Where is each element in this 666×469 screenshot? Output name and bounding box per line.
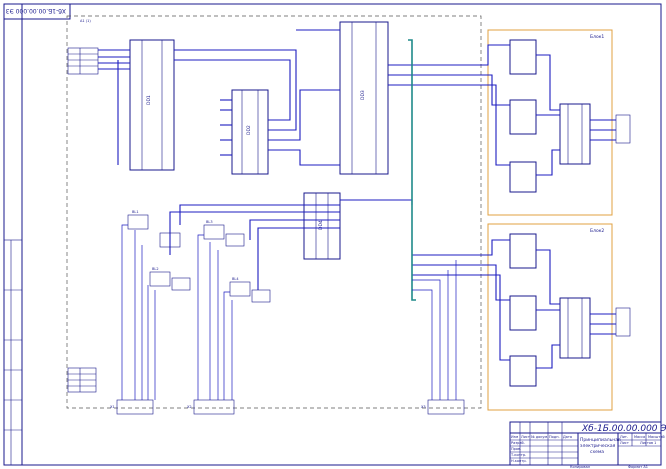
block1-output-connector [615,114,631,144]
svg-text:X3: X3 [421,405,426,409]
block2-chips [509,233,591,387]
connector-x3: X3 [412,260,465,415]
role-ncontrol: Н.контр. [511,459,527,463]
rotated-code-box [3,3,71,20]
title-line-3: схема [590,450,604,455]
board-outline [66,15,482,409]
row-izm: Изм [511,435,518,439]
row-sign: Подп. [549,435,560,439]
chip-dd4: DD4 [303,192,341,260]
connector-x2: X2 [187,399,235,415]
chip-dd2: DD2 [231,89,269,175]
sensor-cables [121,224,233,400]
left-stamp [3,239,23,466]
block2-frame [487,223,613,411]
title-line-1: Принципиальная [580,437,621,443]
role-tcontrol: Т.контр. [510,453,526,457]
format-label: Формат A1 [628,465,648,469]
chip-dd3: DD3 [339,21,389,175]
power-connector-table [67,367,97,393]
row-date: Дата [563,435,572,439]
sheet-label: Лист [620,441,629,445]
input-connector-table [67,47,99,75]
svg-text:BL1: BL1 [132,210,139,214]
lit-label: Лит. [620,435,628,439]
title-line-2: электрическая [580,444,616,449]
sensor-bl2: BL2 [149,267,191,291]
svg-text:X2: X2 [187,405,192,409]
chip-dd1: DD1 [129,39,175,171]
row-list: Лист [521,435,530,439]
sensor-bl1: BL1 [127,210,181,248]
copied-label: Копировал [570,465,590,469]
svg-text:X1: X1 [110,405,115,409]
sensor-bl3: BL3 [203,220,245,247]
block1-label: Блок1 [590,34,604,40]
svg-text:BL4: BL4 [232,277,239,281]
rotated-doc-code: Хб-1Б.00.00.000 Э3 [6,7,66,14]
doc-code: Хб-1Б.00.00.000 Э3 [581,424,666,434]
svg-text:BL3: BL3 [206,220,213,224]
dd3-label: DD3 [360,90,366,100]
role-check: Пров. [511,447,521,451]
scale-label: Масштаб [648,435,665,439]
connector-x1: X1 [110,399,154,415]
sheets-label: Листов 1 [640,441,656,445]
row-doc: № докум. [531,435,548,439]
svg-text:BL2: BL2 [152,267,159,271]
data-bus [408,39,416,301]
role-dev: Разраб. [511,441,525,445]
dd2-label: DD2 [246,125,252,135]
mass-label: Масса [634,435,645,439]
dd4-label: DD4 [318,220,324,230]
sensor-bl4: BL4 [229,277,271,303]
block1-chips [509,39,591,193]
dd1-label: DD1 [146,95,152,105]
inner-frame [21,3,662,466]
block2-label: Блок2 [590,228,604,234]
block2-output-connector [615,307,631,337]
title-block: Хб-1Б.00.00.000 Э3 Принципиальная электр… [509,421,666,466]
block1-frame [487,29,613,216]
board-label: A1 (1) [80,19,91,23]
